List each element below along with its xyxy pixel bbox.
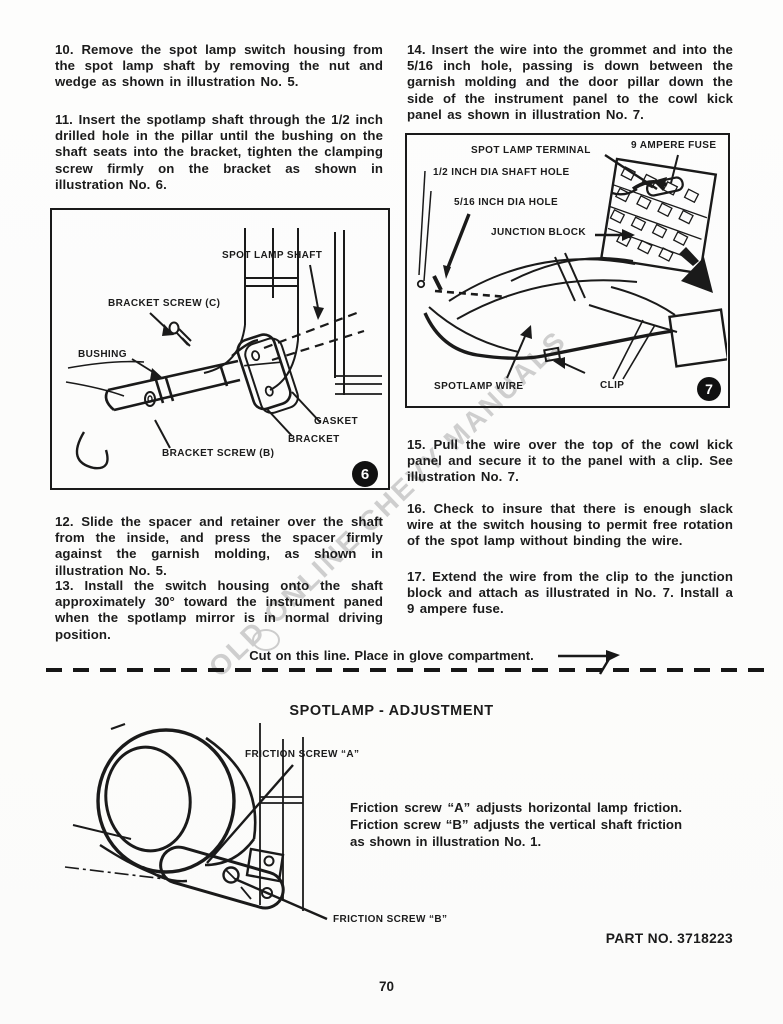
instruction-11: 11. Insert the spotlamp shaft through th… — [55, 112, 383, 192]
spotlamp-art — [64, 722, 328, 921]
fig6-label-bushing: BUSHING — [78, 349, 127, 360]
fig7-label-junction-block: JUNCTION BLOCK — [491, 227, 587, 238]
fig6-label-bracket-screw-b: BRACKET SCREW (B) — [162, 448, 275, 459]
section-heading: SPOTLAMP - ADJUSTMENT — [289, 703, 494, 719]
scan-artifact — [252, 629, 280, 651]
fig7-label-half-inch-hole: 1/2 INCH DIA SHAFT HOLE — [433, 167, 570, 178]
instruction-14: 14. Insert the wire into the grommet and… — [407, 42, 733, 122]
fig7-label-spotlamp-wire: SPOTLAMP WIRE — [434, 381, 524, 392]
label-friction-screw-a: FRICTION SCREW “A” — [245, 749, 360, 760]
fig6-label-spot-lamp-shaft: SPOT LAMP SHAFT — [222, 250, 323, 261]
illustration-6: SPOT LAMP SHAFT BRACKET SCREW (C) BUSHIN… — [50, 208, 390, 490]
page-number: 70 — [378, 979, 395, 994]
fig6-number-badge: 6 — [352, 461, 378, 487]
instruction-12: 12. Slide the spacer and retainer over t… — [55, 514, 383, 578]
fig7-label-dia-hole: 5/16 INCH DIA HOLE — [454, 197, 559, 208]
fig7-label-9-ampere-fuse: 9 AMPERE FUSE — [631, 140, 717, 151]
fig6-label-bracket-screw-c: BRACKET SCREW (C) — [108, 298, 221, 309]
fig6-label-bracket: BRACKET — [288, 434, 340, 445]
fig7-number-badge: 7 — [697, 377, 721, 401]
instruction-16: 16. Check to insure that there is enough… — [407, 501, 733, 549]
adjustment-body-text: Friction screw “A” adjusts horizontal la… — [350, 800, 682, 849]
illustration-6-art — [65, 228, 382, 470]
spotlamp-adjustment-figure: FRICTION SCREW “A” FRICTION SCREW “B” — [55, 715, 465, 950]
instruction-15: 15. Pull the wire over the top of the co… — [407, 437, 733, 485]
cut-dashed-line — [46, 668, 765, 672]
instruction-10: 10. Remove the spot lamp switch housing … — [55, 42, 383, 90]
fig6-label-gasket: GASKET — [314, 416, 359, 427]
instruction-17: 17. Extend the wire from the clip to the… — [407, 569, 733, 617]
cut-line-note: Cut on this line. Place in glove compart… — [249, 648, 534, 663]
illustration-7-art — [416, 153, 727, 380]
cut-line-arrow-icon — [558, 650, 620, 675]
fig7-label-spot-lamp-terminal: SPOT LAMP TERMINAL — [471, 145, 591, 156]
fig7-label-clip: CLIP — [600, 380, 625, 391]
part-number: PART NO. 3718223 — [605, 931, 733, 946]
illustration-7: SPOT LAMP TERMINAL 9 AMPERE FUSE 1/2 INC… — [405, 133, 730, 408]
instruction-13: 13. Install the switch housing onto the … — [55, 578, 383, 642]
label-friction-screw-b: FRICTION SCREW “B” — [333, 914, 448, 925]
